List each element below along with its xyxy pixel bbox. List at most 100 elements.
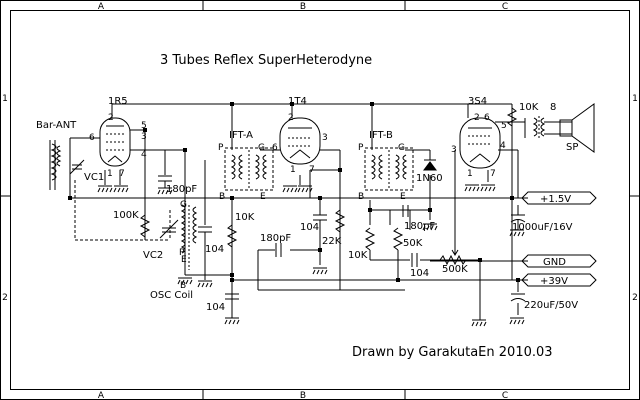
col-label-top-c: C — [502, 2, 508, 12]
osc-coil-b: B — [180, 281, 186, 291]
tube1-pin7: 7 — [119, 169, 125, 179]
c180pf-2-icon — [275, 243, 282, 257]
c180pf-3-label: 180pF — [404, 221, 435, 232]
c104-a-icon — [198, 226, 212, 255]
r22k-label: 22K — [322, 236, 342, 247]
ift-b-transformer-icon — [364, 147, 414, 191]
drawing-credit: Drawn by GarakutaEn 2010.03 — [352, 345, 553, 360]
col-label-bottom-a: A — [98, 391, 105, 400]
c104-a-label: 104 — [205, 244, 224, 255]
r50k-label: 50K — [403, 238, 423, 249]
tube3-pin3: 3 — [451, 145, 457, 155]
col-label-top-b: B — [300, 2, 306, 12]
row-label-left-2: 2 — [2, 293, 8, 303]
c104-b-icon — [225, 293, 239, 318]
col-label-top-a: A — [98, 2, 105, 12]
osc-coil-icon — [180, 204, 198, 270]
wiring — [69, 103, 528, 320]
osc-coil-e: E — [181, 255, 187, 265]
tube-1r5-icon — [99, 117, 131, 167]
r10k-2-label: 10K — [348, 250, 368, 261]
r10k-1-icon — [226, 224, 238, 248]
osc-coil-g: G — [180, 200, 187, 210]
speaker-label: SP — [566, 142, 578, 153]
tube1-pin5: 5 — [141, 121, 147, 131]
ift-a-g: G — [258, 143, 265, 153]
ift-a-b: B — [219, 192, 225, 202]
r10k-3-icon — [506, 107, 518, 127]
tube1-pin6: 6 — [89, 133, 95, 143]
tube1-pin1: 1 — [107, 169, 113, 179]
r10k-1-label: 10K — [235, 212, 255, 223]
tube3-pin2: 2 — [474, 113, 480, 123]
pin8-label: 8 — [550, 102, 556, 113]
col-label-bottom-c: C — [502, 391, 508, 400]
c104-b-label: 104 — [206, 302, 225, 313]
terminal-plus15-icon — [521, 191, 597, 205]
terminal-plus39-label: +39V — [540, 276, 568, 287]
tube3-pin7: 7 — [490, 169, 496, 179]
row-label-right-1: 1 — [632, 94, 638, 104]
row-label-left-1: 1 — [2, 94, 8, 104]
speaker-icon — [544, 103, 595, 153]
c180pf-2-label: 180pF — [260, 233, 291, 244]
tube2-pin7: 7 — [309, 165, 315, 175]
c220uf-icon — [510, 293, 526, 302]
vc1-capacitor-icon — [69, 159, 85, 175]
ift-a-label: IFT-A — [229, 130, 253, 141]
c104-c-icon — [313, 214, 327, 228]
tube2-name: 1T4 — [288, 96, 307, 107]
tube2-pin6: 6 — [272, 143, 278, 153]
diode-1n60-icon — [423, 159, 437, 171]
tube2-pin1: 1 — [290, 165, 296, 175]
col-label-bottom-b: B — [300, 391, 306, 400]
ift-a-transformer-icon — [224, 147, 274, 191]
tube2-pin3: 3 — [322, 133, 328, 143]
c1000uf-label: 1000uF/16V — [512, 222, 573, 233]
tube3-pin6: 6 — [484, 113, 490, 123]
terminal-plus39-icon — [521, 273, 597, 287]
r10k-2-icon — [364, 227, 376, 251]
r100k-label: 100K — [113, 210, 139, 221]
ift-b-b: B — [358, 192, 364, 202]
c220uf-label: 220uF/50V — [524, 300, 578, 311]
vr500k-label: 500K — [442, 264, 468, 275]
tube1-pin3: 3 — [141, 132, 147, 142]
vc2-label: VC2 — [143, 250, 163, 261]
c1000uf-icon — [510, 214, 526, 230]
schematic-title: 3 Tubes Reflex SuperHeterodyne — [160, 53, 372, 68]
row-label-right-2: 2 — [632, 293, 638, 303]
tube3-pin5: 5 — [501, 121, 507, 131]
c180pf-1-icon — [158, 175, 172, 188]
tube3-pin1: 1 — [467, 169, 473, 179]
vc2-capacitor-icon — [159, 219, 179, 239]
c180pf-1-label: 180pF — [166, 184, 197, 195]
ift-b-label: IFT-B — [369, 130, 393, 141]
output-transformer-icon — [532, 116, 546, 138]
ift-a-e: E — [260, 192, 266, 202]
tube1-pin4: 4 — [141, 150, 147, 160]
ift-a-p: P — [218, 143, 224, 153]
r10k-3-label: 10K — [519, 102, 539, 113]
terminal-gnd-label: GND — [543, 257, 566, 268]
tube-1t4-icon — [279, 117, 321, 165]
osc-coil-p: P — [179, 248, 185, 258]
c104-d-label: 104 — [410, 268, 429, 279]
terminal-plus15-label: +1.5V — [540, 194, 571, 205]
diode-label: 1N60 — [416, 173, 443, 184]
bar-ant-label: Bar-ANT — [36, 120, 77, 131]
tube-3s4-icon — [459, 117, 501, 169]
ift-b-g: G — [398, 143, 405, 153]
terminal-gnd-icon — [521, 254, 597, 268]
tube1-name: 1R5 — [108, 96, 128, 107]
vc1-label: VC1 — [84, 172, 104, 183]
r50k-icon — [392, 227, 404, 251]
tube3-name: 3S4 — [468, 96, 487, 107]
r22k-icon — [334, 209, 346, 233]
c104-d-icon — [411, 253, 418, 267]
tube3-pin4: 4 — [500, 141, 506, 151]
ift-b-e: E — [400, 192, 406, 202]
bar-antenna-icon — [49, 140, 62, 190]
